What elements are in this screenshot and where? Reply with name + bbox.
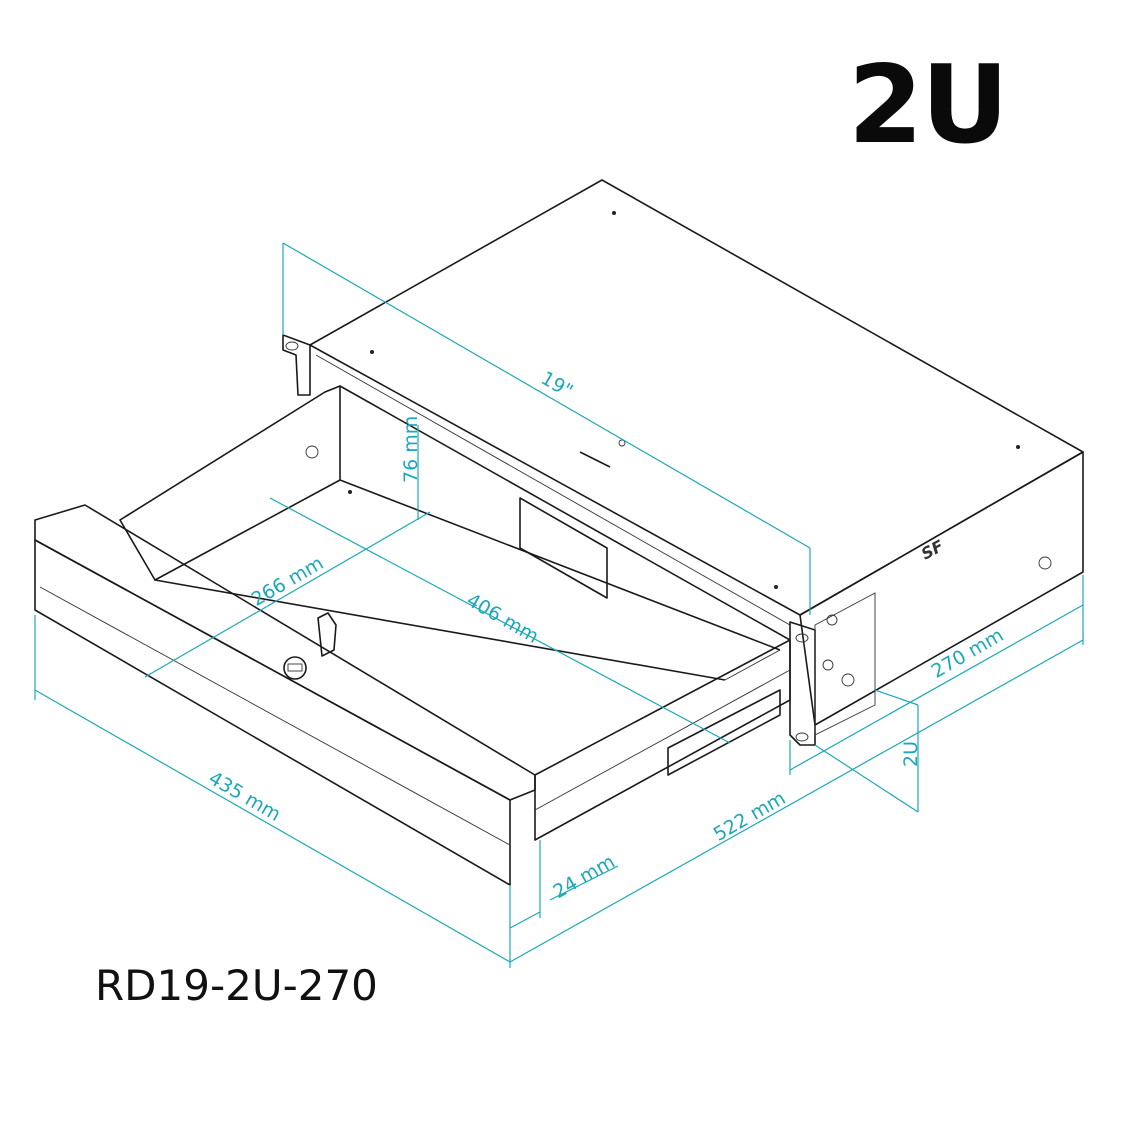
dim-266mm: 266 mm (248, 552, 328, 611)
key-icon (317, 612, 337, 657)
dimension-labels: 19" 76 mm 266 mm 406 mm 435 mm 522 mm 27… (205, 367, 1008, 903)
lock-icon[interactable] (283, 656, 307, 680)
housing-top (309, 179, 1084, 616)
drawer-slide (534, 639, 791, 841)
model-number: RD19-2U-270 (95, 961, 378, 1010)
right-rack-ear (789, 621, 816, 746)
dim-435mm: 435 mm (205, 767, 285, 826)
dim-406mm: 406 mm (463, 589, 543, 648)
dim-76mm: 76 mm (400, 416, 422, 483)
dimension-lines (34, 242, 1084, 968)
left-rack-ear (282, 334, 311, 396)
dim-522mm: 522 mm (710, 787, 790, 846)
dim-19in: 19" (537, 367, 577, 403)
dim-2u: 2U (900, 741, 922, 767)
label-plate (519, 497, 608, 599)
brand-logo: SF (918, 536, 947, 563)
drawer-left-wall (119, 385, 341, 581)
dim-24mm: 24 mm (550, 851, 619, 904)
rack-unit-title: 2U (848, 43, 1009, 168)
